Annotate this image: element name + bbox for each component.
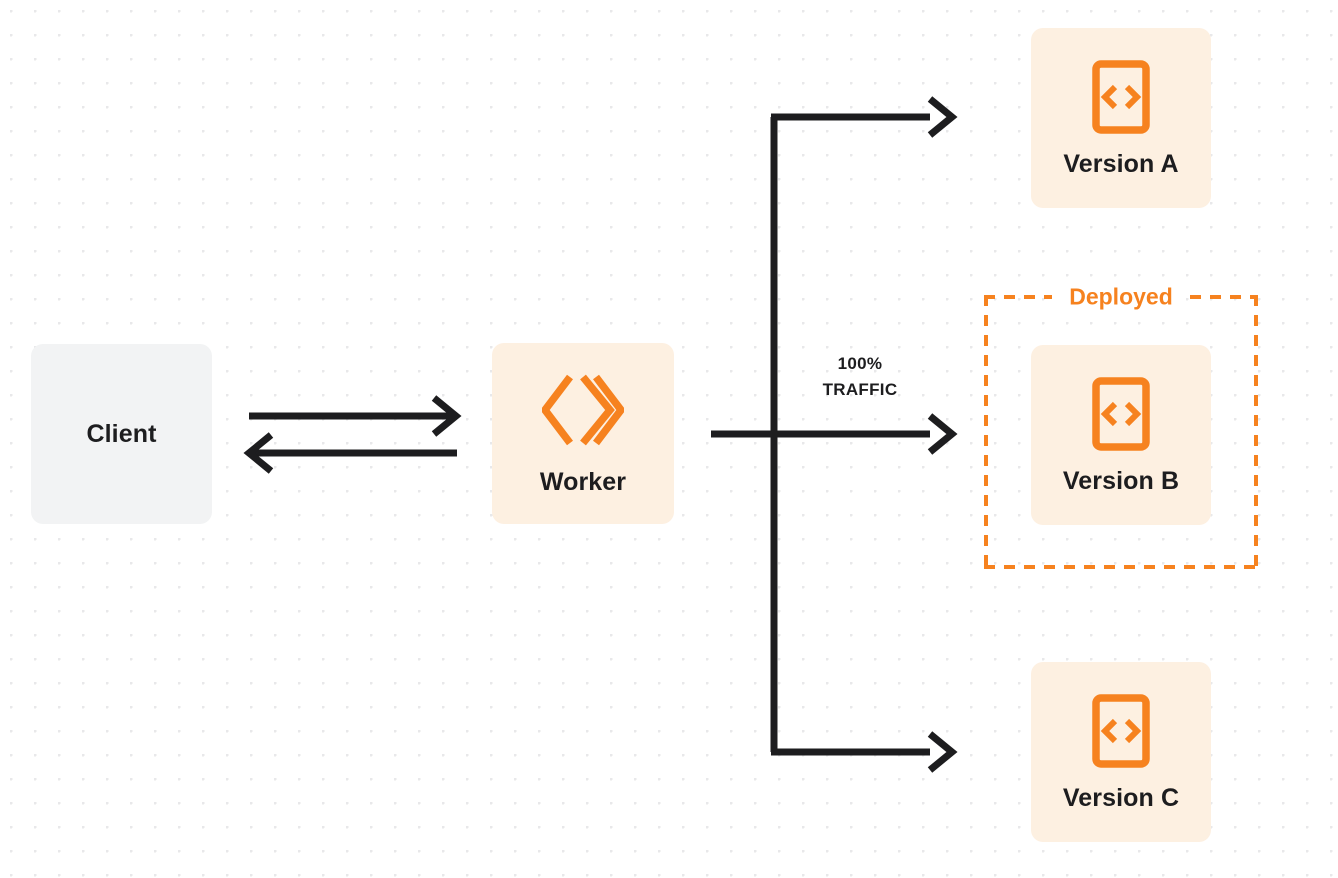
deployed-border-top-left [984,295,1052,299]
node-version-a[interactable]: Version A [1031,28,1211,208]
arrow-worker-to-version-b [927,413,958,455]
arrow-client-to-worker [249,395,462,437]
node-client[interactable]: Client [31,344,212,524]
node-worker-label: Worker [539,468,627,496]
deployed-border-right [1254,295,1258,569]
node-version-b[interactable]: Version B [1031,345,1211,525]
arrow-worker-to-version-c [771,731,958,773]
traffic-annotation: 100% TRAFFIC [790,351,930,404]
node-version-a-label: Version A [1063,149,1179,178]
node-version-c[interactable]: Version C [1031,662,1211,842]
group-deployed-label: Deployed [1059,285,1183,309]
code-file-icon [1092,376,1150,451]
arrow-worker-branch-trunk [711,117,930,752]
deployed-border-top-right [1190,295,1258,299]
deployed-border-left [984,295,988,569]
group-deployed: Deployed [984,285,1258,569]
cloudflare-workers-logo-icon [542,372,624,448]
node-version-c-label: Version C [1062,783,1180,812]
node-version-b-label: Version B [1062,466,1180,495]
code-file-icon [1092,59,1150,134]
arrow-worker-to-version-a [771,96,958,138]
deployed-border-bottom [984,565,1258,569]
arrow-worker-to-client [243,432,457,474]
traffic-percent: 100% [837,354,883,373]
code-file-icon [1092,693,1150,768]
node-worker[interactable]: Worker [492,343,674,524]
node-client-label: Client [86,419,157,448]
traffic-caption: TRAFFIC [822,380,898,400]
